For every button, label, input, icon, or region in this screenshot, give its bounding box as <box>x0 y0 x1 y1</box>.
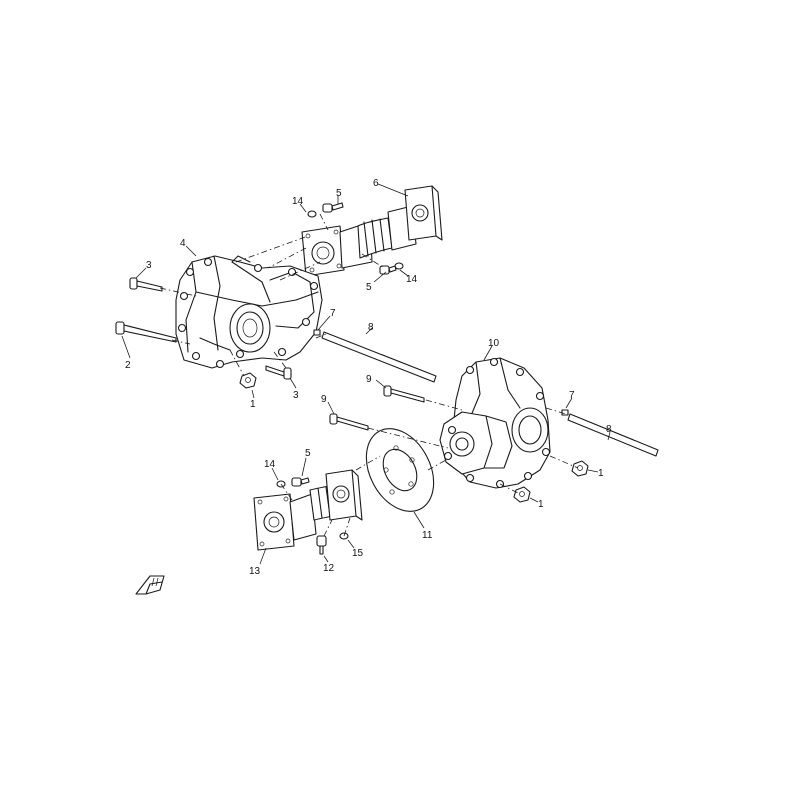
assembly-center-lines <box>159 213 579 537</box>
callout-11: 11 <box>422 530 433 541</box>
lower-drive-shaft <box>253 469 363 551</box>
callout-14: 14 <box>292 196 304 207</box>
callout-3: 3 <box>293 390 299 401</box>
callout-7: 7 <box>330 308 336 319</box>
callout-5: 5 <box>336 188 342 199</box>
callout-9: 9 <box>321 394 327 405</box>
callout-15: 15 <box>352 548 364 559</box>
callout-8: 8 <box>606 424 612 435</box>
upper-drive-shaft <box>301 185 443 277</box>
callout-3: 3 <box>146 260 152 271</box>
callout-4: 4 <box>180 238 186 249</box>
callout-1: 1 <box>598 468 604 479</box>
callout-5: 5 <box>366 282 372 293</box>
callout-12: 12 <box>323 563 335 574</box>
callout-1: 1 <box>538 499 544 510</box>
callout-5: 5 <box>305 448 311 459</box>
rear-differential-housing <box>439 357 551 489</box>
brake-disc <box>365 428 435 512</box>
fasteners <box>115 202 589 555</box>
callout-10: 10 <box>488 338 500 349</box>
callout-2: 2 <box>125 360 131 371</box>
callout-1: 1 <box>250 399 256 410</box>
callout-13: 13 <box>249 566 261 577</box>
callout-7: 7 <box>569 390 575 401</box>
front-gearbox-housing <box>175 255 323 369</box>
callout-leaders <box>121 183 611 565</box>
axle-shafts <box>321 331 659 457</box>
callout-14: 14 <box>264 459 276 470</box>
callout-6: 6 <box>373 178 379 189</box>
callout-9: 9 <box>366 374 372 385</box>
callout-numbers: 1 1 1 2 3 3 4 5 5 5 6 7 7 8 8 9 9 10 11 … <box>125 178 612 577</box>
callout-14: 14 <box>406 274 418 285</box>
front-direction-icon <box>135 575 165 595</box>
callout-8: 8 <box>368 322 374 333</box>
